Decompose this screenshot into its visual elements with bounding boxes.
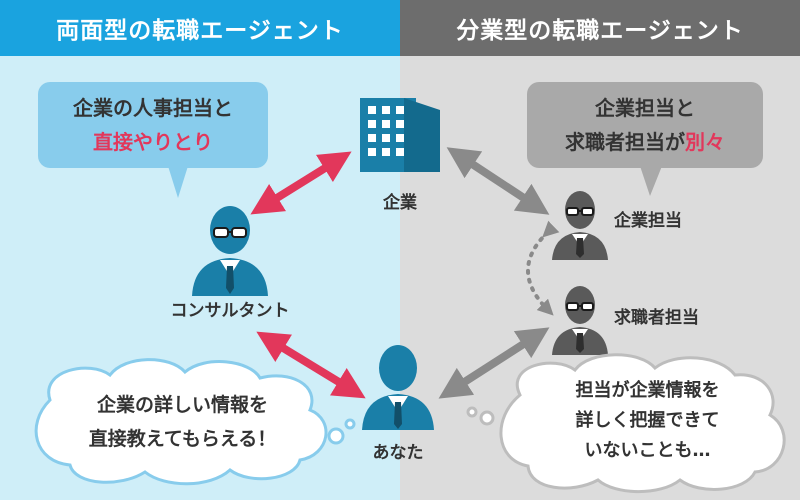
left-bubble-line2: 直接やりとり	[93, 130, 213, 154]
right-bubble-text: 企業担当と 求職者担当が別々	[527, 91, 763, 159]
you-person-icon	[362, 345, 434, 430]
consultant-label: コンサルタント	[170, 301, 290, 321]
left-bubble-text: 企業の人事担当と 直接やりとり	[38, 91, 268, 159]
right-cloud-line2: 詳しく把握できて	[575, 410, 720, 431]
company-rep-label: 企業担当	[614, 211, 682, 231]
dotted-link-between-reps	[526, 220, 560, 316]
seeker-rep-person-icon	[552, 286, 608, 355]
right-speech-bubble	[527, 82, 763, 196]
left-cloud-line2: 直接教えてもらえる！	[88, 428, 277, 450]
right-bubble-line2: 求職者担当が別々	[527, 125, 763, 159]
arrow-seekerrep-you	[438, 327, 550, 399]
company-label: 企業	[383, 193, 417, 213]
right-cloud-text: 担当が企業情報を 詳しく把握できて いないことも…	[525, 376, 770, 466]
company-rep-person-icon	[552, 191, 608, 260]
left-cloud-line1: 企業の詳しい情報を	[96, 394, 268, 416]
right-thought-cloud	[466, 353, 786, 494]
seeker-rep-label: 求職者担当	[614, 308, 699, 328]
left-cloud-text: 企業の詳しい情報を 直接教えてもらえる！	[50, 388, 315, 456]
right-bubble-line1: 企業担当と	[595, 96, 695, 120]
you-label: あなた	[372, 443, 424, 463]
right-header: 分業型の転職エージェント	[400, 0, 800, 56]
right-cloud-line3: いないことも…	[584, 440, 711, 461]
left-bubble-line1: 企業の人事担当と	[73, 96, 233, 120]
arrow-company-companyrep	[446, 147, 550, 215]
left-thought-cloud	[34, 358, 356, 486]
right-cloud-line1: 担当が企業情報を	[575, 380, 720, 401]
consultant-person-icon	[192, 206, 268, 296]
left-speech-bubble	[38, 82, 268, 198]
arrow-company-consultant	[250, 151, 352, 215]
arrow-consultant-you	[256, 331, 366, 399]
building-icon	[360, 98, 440, 172]
left-header: 両面型の転職エージェント	[0, 0, 400, 56]
right-bubble-line2-em: 別々	[685, 130, 725, 154]
right-bubble-line2-pre: 求職者担当が	[565, 130, 685, 154]
